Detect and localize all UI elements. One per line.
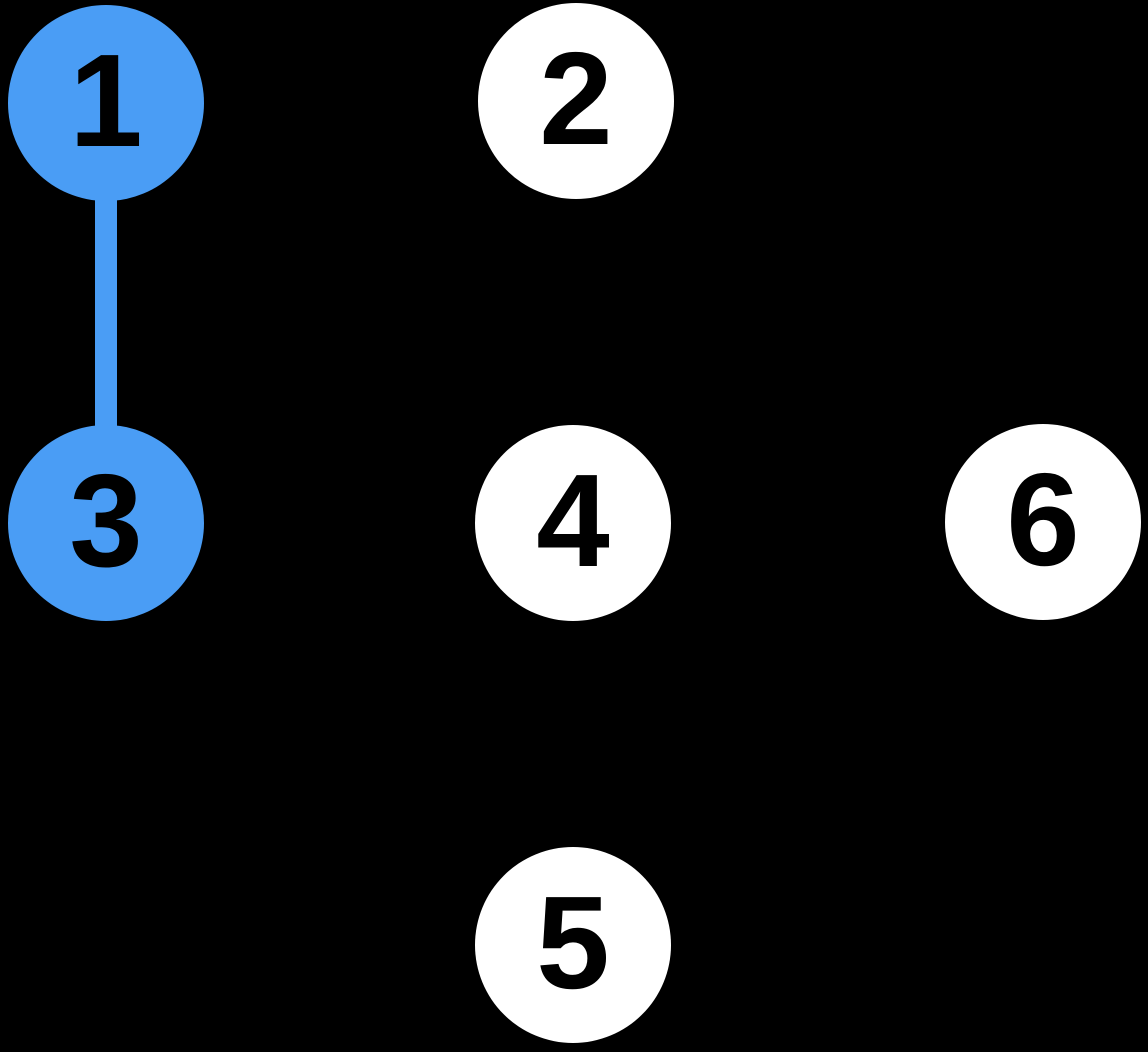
node-label: 1 [69,27,143,174]
graph-node-5[interactable]: 5 [475,847,671,1043]
node-label: 2 [539,25,613,172]
graph-node-2[interactable]: 2 [478,3,674,199]
node-label: 5 [536,869,610,1016]
graph-node-6[interactable]: 6 [945,424,1141,620]
graph-node-4[interactable]: 4 [475,425,671,621]
node-label: 4 [536,447,610,594]
graph-node-3[interactable]: 3 [8,425,204,621]
node-label: 6 [1006,446,1080,593]
node-label: 3 [69,447,143,594]
graph-node-1[interactable]: 1 [8,5,204,201]
